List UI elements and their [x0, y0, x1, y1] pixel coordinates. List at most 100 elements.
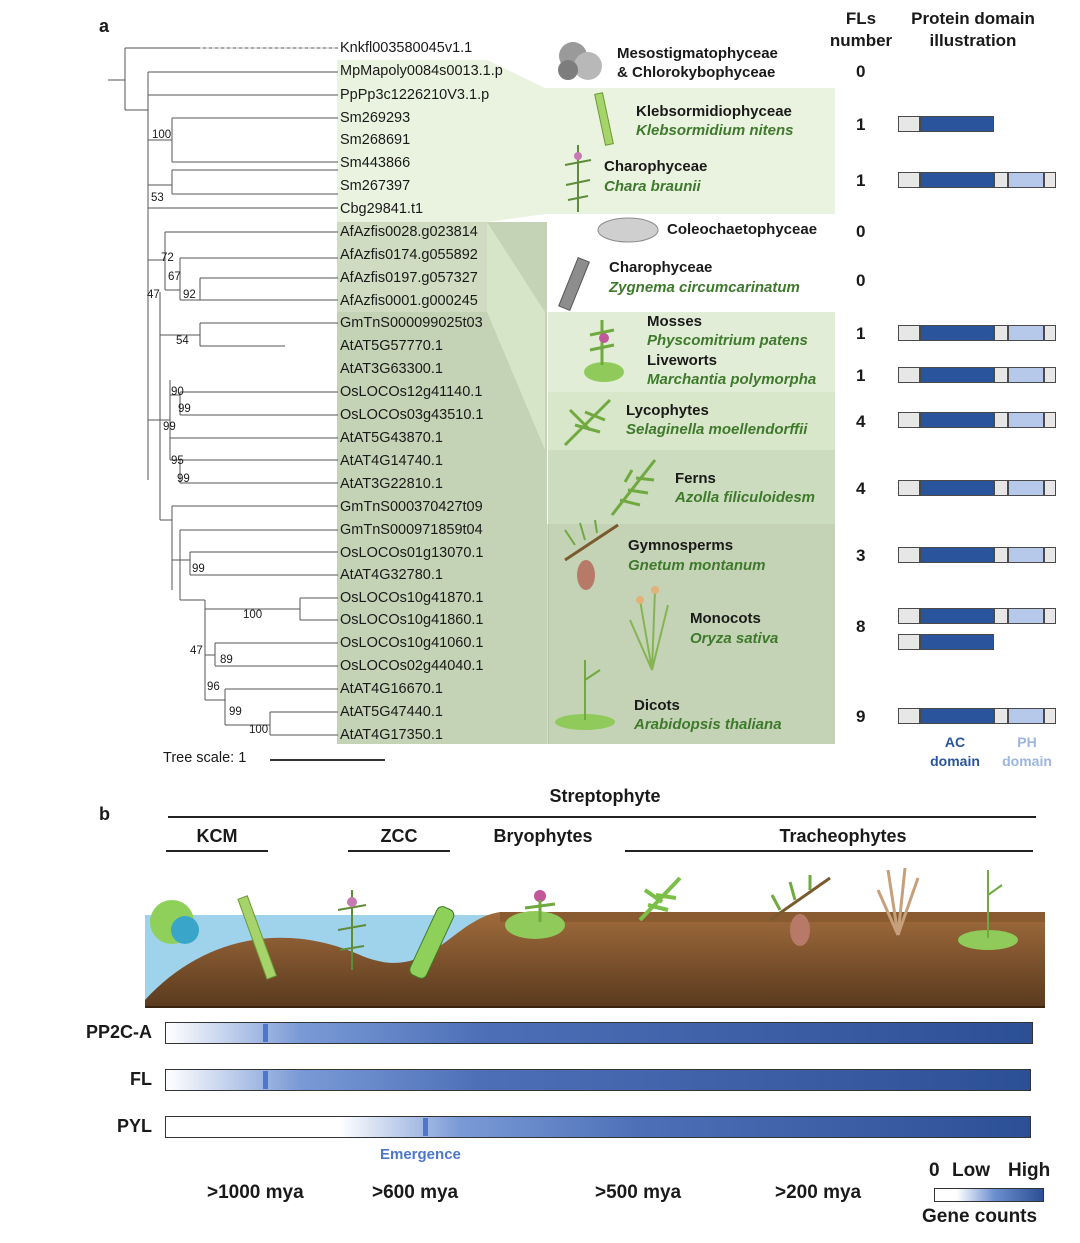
terminal-segment — [898, 480, 920, 496]
group-name: Ferns — [675, 470, 716, 487]
ac-domain-segment — [920, 172, 994, 188]
group-name: Coleochaetophyceae — [667, 221, 818, 238]
group-name: Monocots — [690, 610, 761, 627]
tree-scale-label: Tree scale: 1 — [163, 750, 247, 766]
bootstrap-value: 100 — [243, 609, 263, 621]
fls-count: 4 — [856, 412, 866, 431]
group-species: Oryza sativa — [690, 630, 779, 647]
emergence-label: Emergence — [380, 1146, 461, 1163]
protein-domain-diagram — [0, 708, 1080, 724]
gene-count-bar — [165, 1116, 1031, 1138]
leaf-bg-mid — [337, 222, 487, 312]
mesostigma-icon — [558, 42, 602, 80]
bootstrap-value: 96 — [207, 681, 220, 693]
leaf-label: OsLOCOs10g41860.1 — [340, 612, 484, 628]
bootstrap-value: 99 — [178, 403, 191, 415]
clade-kcm-line — [166, 850, 268, 852]
panel-b-letter: b — [99, 804, 110, 824]
leaf-label: Sm268691 — [340, 132, 411, 148]
leaf-label: Sm443866 — [340, 155, 411, 171]
fls-count: 1 — [856, 171, 866, 190]
landscape-plants — [150, 867, 1018, 980]
tree-scale-bar — [270, 759, 385, 761]
leaf-label: GmTnS000099025t03 — [340, 315, 483, 331]
group-species: Gnetum montanum — [628, 557, 766, 574]
lycophyte-icon — [563, 398, 612, 447]
leaf-label: Knkfl003580045v1.1 — [340, 40, 473, 56]
terminal-segment — [898, 172, 920, 188]
time-label-600: >600 mya — [372, 1182, 459, 1203]
leaf-label: AtAT4G32780.1 — [340, 567, 443, 583]
terminal-segment — [994, 547, 1008, 563]
leaf-label: Cbg29841.t1 — [340, 201, 424, 217]
clade-zcc: ZCC — [380, 826, 418, 846]
clade-zcc-line — [348, 850, 450, 852]
coleochaete-icon — [597, 217, 659, 243]
gene-count-bar — [165, 1022, 1033, 1044]
legend-high: High — [1008, 1160, 1051, 1181]
group-species: Azolla filiculoidesm — [675, 489, 816, 506]
terminal-segment — [994, 325, 1008, 341]
ph-domain-segment — [1008, 172, 1044, 188]
legend-title: Gene counts — [922, 1206, 1038, 1227]
phylogenetic-tree — [108, 47, 338, 736]
bootstrap-value: 89 — [220, 654, 233, 666]
group-species: Selaginella moellendorffii — [626, 421, 808, 438]
group-species: Arabidopsis thaliana — [634, 716, 782, 733]
group-species: Physcomitrium patens — [647, 332, 808, 349]
bootstrap-value: 54 — [176, 335, 189, 347]
terminal-segment — [994, 412, 1008, 428]
group-species: Zygnema circumcarinatum — [609, 279, 800, 296]
ac-domain-segment — [920, 708, 994, 724]
ph-domain-segment — [1008, 412, 1044, 428]
fls-count: 9 — [856, 707, 866, 726]
terminal-segment — [1044, 412, 1056, 428]
protein-domain-diagram — [0, 116, 1080, 132]
clade-tracheophytes: Tracheophytes — [779, 826, 907, 846]
group-species: Chara braunii — [604, 178, 701, 195]
leaf-label: OsLOCOs12g41140.1 — [340, 384, 483, 400]
bootstrap-value: 99 — [192, 563, 205, 575]
group-name: Charophyceae — [609, 259, 713, 276]
fls-count: 3 — [856, 546, 866, 565]
legend-gradient — [934, 1188, 1044, 1202]
bootstrap-value: 90 — [171, 386, 184, 398]
protein-domain-diagram — [0, 412, 1080, 428]
grp-bg-klebs — [545, 88, 835, 214]
group-name: Liveworts — [647, 352, 718, 369]
ph-domain-segment — [1008, 325, 1044, 341]
wedge-1 — [487, 60, 545, 222]
time-label-200: >200 mya — [775, 1182, 862, 1203]
protein-domain-diagram — [0, 172, 1080, 188]
terminal-segment — [898, 116, 920, 132]
group-name: Mosses — [647, 313, 703, 330]
terminal-segment — [1044, 325, 1056, 341]
terminal-segment — [1044, 480, 1056, 496]
leaf-label: OsLOCOs01g13070.1 — [340, 545, 484, 561]
legend-zero: 0 — [929, 1160, 940, 1181]
ph-domain-segment — [1008, 708, 1044, 724]
ph-domain-segment — [1008, 547, 1044, 563]
terminal-segment — [994, 608, 1008, 624]
gene-count-bar — [165, 1069, 1031, 1091]
fls-count: 0 — [856, 271, 866, 290]
emergence-marker — [262, 1071, 268, 1089]
leaf-label: AtAT3G22810.1 — [340, 476, 443, 492]
ph-domain-segment — [1008, 480, 1044, 496]
ac-domain-segment — [920, 412, 994, 428]
terminal-segment — [994, 708, 1008, 724]
bootstrap-value: 100 — [152, 129, 172, 141]
gene-bar-label: FL — [130, 1069, 152, 1089]
klebsormidium-icon — [594, 92, 614, 146]
grp-bg-seed — [548, 524, 835, 744]
bootstrap-value: 99 — [229, 706, 242, 718]
clade-bryophytes: Bryophytes — [493, 826, 593, 846]
panel-a-letter: a — [99, 16, 110, 36]
clade-kcm: KCM — [196, 826, 238, 846]
ph-domain-segment — [1008, 367, 1044, 383]
group-name: Mesostigmatophyceae — [617, 45, 778, 62]
leaf-label: GmTnS000370427t09 — [340, 499, 483, 515]
terminal-segment — [1044, 172, 1056, 188]
leaf-label: AfAzfis0028.g023814 — [340, 224, 478, 240]
